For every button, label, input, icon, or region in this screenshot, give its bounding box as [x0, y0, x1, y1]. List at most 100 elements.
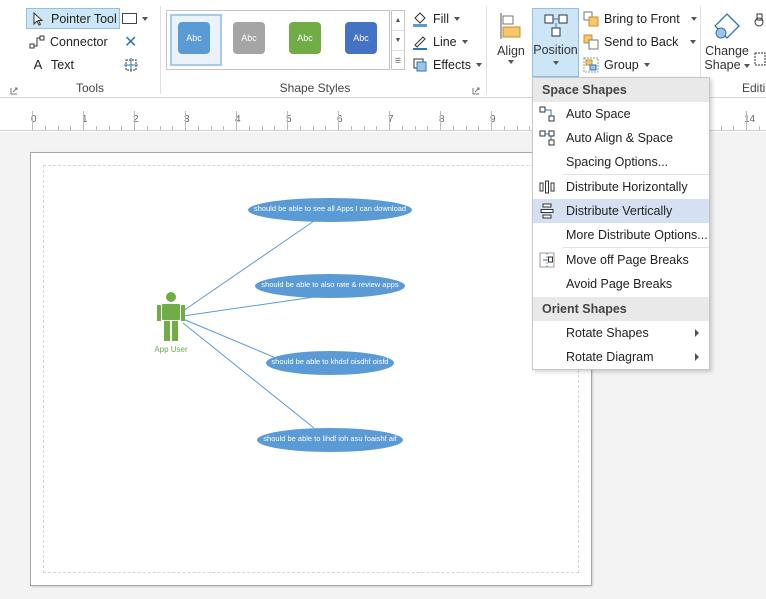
group-icon — [583, 57, 599, 73]
ruler-number: 1 — [82, 114, 88, 125]
gallery-down-icon[interactable]: ▼ — [392, 31, 404, 51]
line-label: Line — [433, 34, 457, 49]
ruler-tick — [159, 126, 161, 130]
ruler-tick — [146, 126, 148, 130]
bring-to-front-button[interactable]: Bring to Front — [583, 8, 697, 29]
menu-item-rotate-diagram[interactable]: Rotate Diagram — [533, 345, 709, 369]
menu-separator — [563, 174, 709, 175]
align-button[interactable]: Align — [494, 8, 528, 74]
diagram-svg — [157, 198, 412, 452]
ruler-tick — [427, 126, 429, 130]
tools-group-label: Tools — [75, 81, 104, 95]
ruler-tick — [312, 126, 314, 130]
connection-point-button[interactable] — [123, 54, 144, 75]
menu-item-auto-align-space[interactable]: Auto Align & Space — [533, 126, 709, 150]
style-swatch-dark-blue[interactable]: Abc — [345, 22, 377, 54]
distribute-horizontally-label: Distribute Horizontally — [566, 180, 688, 194]
connector-tool-button[interactable]: Connector — [29, 31, 108, 52]
use-case-ellipse-1[interactable] — [248, 198, 412, 222]
menu-item-rotate-shapes[interactable]: Rotate Shapes — [533, 321, 709, 345]
use-case-ellipse-3[interactable] — [266, 351, 394, 375]
ruler-number: 4 — [235, 114, 241, 125]
pointer-tool-label: Pointer Tool — [51, 11, 117, 26]
gallery-scroll[interactable]: ▲ ▼ ☰ — [391, 10, 405, 70]
auto-align-label: Auto Align & Space — [566, 131, 674, 145]
separator — [486, 6, 487, 94]
association-line[interactable] — [182, 296, 315, 317]
editing-group-label: Editi — [742, 81, 766, 95]
ruler-tick — [57, 126, 59, 130]
shape-style-gallery[interactable]: Abc Abc Abc Abc — [166, 10, 390, 70]
ruler-tick — [287, 111, 288, 130]
drawing-page[interactable]: App User should be able to see all Apps … — [30, 152, 592, 586]
change-shape-label-2-text: Shape — [704, 58, 741, 72]
ruler-tick — [299, 126, 301, 130]
menu-item-distribute-vertically[interactable]: Distribute Vertically — [533, 199, 709, 223]
style-swatch-gray[interactable]: Abc — [233, 22, 265, 54]
ruler-tick — [274, 126, 276, 130]
ruler-number: 2 — [133, 114, 139, 125]
use-case-ellipse-4[interactable] — [257, 428, 403, 452]
group-button[interactable]: Group — [583, 54, 650, 75]
use-case-text-1: should be able to see all Apps I can dow… — [253, 204, 407, 213]
ruler-tick — [236, 111, 237, 130]
distribute-vertical-icon — [539, 203, 555, 219]
avoid-page-breaks-label: Avoid Page Breaks — [566, 277, 673, 291]
text-tool-label: Text — [51, 57, 74, 72]
ruler-tick — [720, 126, 722, 130]
change-shape-button[interactable]: Change Shape — [704, 8, 750, 78]
select-icon[interactable] — [754, 52, 766, 66]
gallery-up-icon[interactable]: ▲ — [392, 11, 404, 31]
ruler-tick — [414, 126, 416, 130]
menu-item-distribute-horizontally[interactable]: Distribute Horizontally — [533, 175, 709, 199]
auto-space-icon — [539, 106, 555, 122]
menu-item-spacing-options[interactable]: Spacing Options... — [533, 150, 709, 174]
pointer-tool-button[interactable]: Pointer Tool — [26, 8, 120, 29]
use-case-text-3: should be able to khdsf oisdhf oisfd — [271, 357, 389, 366]
menu-item-avoid-page-breaks[interactable]: Avoid Page Breaks — [533, 272, 709, 296]
send-back-icon — [583, 34, 599, 50]
send-to-back-button[interactable]: Send to Back — [583, 31, 697, 52]
style-swatch-green[interactable]: Abc — [289, 22, 321, 54]
ruler-tick — [44, 126, 46, 130]
menu-separator — [563, 247, 709, 248]
delete-connector-button[interactable]: ✕ — [124, 31, 137, 52]
ruler-tick — [733, 126, 735, 130]
chevron-down-icon — [690, 16, 697, 21]
rectangle-tool-button[interactable] — [122, 8, 148, 29]
ruler-tick — [363, 126, 365, 130]
binoculars-icon[interactable] — [754, 12, 766, 28]
association-line[interactable] — [182, 220, 315, 312]
effects-button[interactable]: Effects — [412, 54, 482, 75]
text-tool-button[interactable]: A Text — [30, 54, 74, 75]
style-swatch-blue[interactable]: Abc — [178, 22, 210, 54]
association-line[interactable] — [182, 322, 315, 429]
send-to-back-label: Send to Back — [604, 34, 679, 49]
use-case-ellipse-2[interactable] — [255, 274, 405, 298]
chevron-down-icon — [453, 16, 460, 21]
ruler-tick — [121, 126, 123, 130]
swatch-label: Abc — [353, 33, 369, 43]
gallery-more-icon[interactable]: ☰ — [394, 58, 402, 65]
actor-figure[interactable] — [157, 292, 185, 341]
chevron-right-icon — [695, 353, 699, 361]
fill-button[interactable]: Fill — [412, 8, 460, 29]
menu-item-more-distribute-options[interactable]: More Distribute Options... — [533, 223, 709, 247]
ruler-tick — [210, 126, 212, 130]
ruler-tick — [248, 126, 250, 130]
menu-item-auto-space[interactable]: Auto Space — [533, 102, 709, 126]
move-off-page-breaks-label: Move off Page Breaks — [566, 253, 689, 267]
ruler-tick — [261, 126, 263, 130]
position-button[interactable]: Position — [532, 8, 579, 77]
chevron-down-icon — [461, 39, 468, 44]
chevron-down-icon — [643, 62, 650, 67]
dialog-launcher-icon[interactable] — [10, 84, 18, 95]
dialog-launcher-icon[interactable] — [472, 84, 480, 95]
menu-item-move-off-page-breaks[interactable]: Move off Page Breaks — [533, 248, 709, 272]
ruler-tick — [185, 111, 186, 130]
group-label: Group — [604, 57, 639, 72]
ruler-number: 8 — [439, 114, 445, 125]
connection-point-icon — [123, 57, 139, 73]
ruler-number: 9 — [490, 114, 496, 125]
line-button[interactable]: Line — [412, 31, 468, 52]
